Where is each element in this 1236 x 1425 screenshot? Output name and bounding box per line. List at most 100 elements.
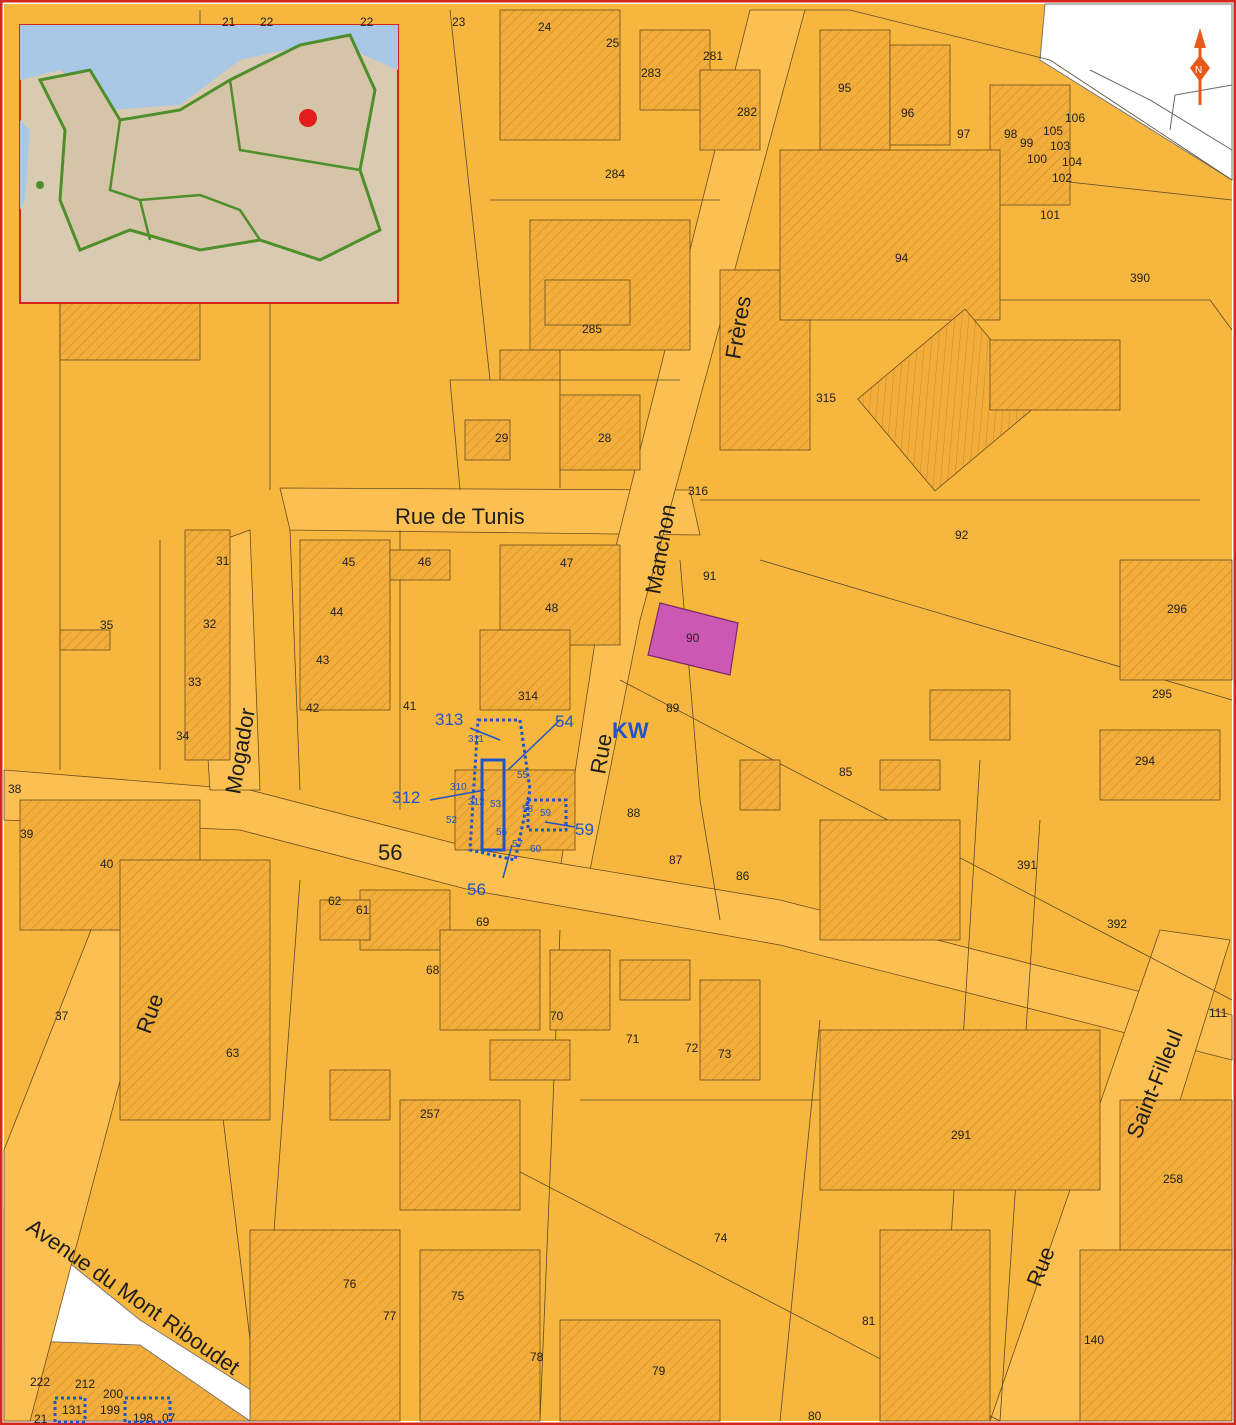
svg-text:72: 72 [685, 1041, 699, 1055]
svg-text:92: 92 [955, 528, 969, 542]
svg-text:312: 312 [468, 797, 485, 808]
buildings [19, 9, 1233, 1422]
svg-text:N: N [1195, 65, 1202, 76]
svg-text:310: 310 [450, 782, 467, 793]
svg-text:61: 61 [356, 903, 370, 917]
svg-text:25: 25 [606, 36, 620, 50]
svg-text:96: 96 [901, 106, 915, 120]
svg-text:34: 34 [176, 729, 190, 743]
svg-text:45: 45 [342, 555, 356, 569]
svg-text:37: 37 [55, 1009, 69, 1023]
svg-text:60: 60 [530, 844, 542, 855]
svg-text:23: 23 [452, 15, 466, 29]
svg-text:43: 43 [316, 653, 330, 667]
svg-text:391: 391 [1017, 858, 1037, 872]
svg-text:100: 100 [1027, 152, 1047, 166]
svg-text:75: 75 [451, 1289, 465, 1303]
svg-text:97: 97 [957, 127, 971, 141]
svg-text:99: 99 [1020, 136, 1034, 150]
svg-text:281: 281 [703, 49, 723, 63]
svg-text:42: 42 [306, 701, 320, 715]
svg-text:212: 212 [75, 1377, 95, 1391]
svg-text:81: 81 [862, 1314, 876, 1328]
svg-text:35: 35 [100, 618, 114, 632]
svg-text:33: 33 [188, 675, 202, 689]
svg-text:41: 41 [403, 699, 417, 713]
svg-text:73: 73 [718, 1047, 732, 1061]
svg-text:21: 21 [222, 15, 236, 29]
svg-text:70: 70 [550, 1009, 564, 1023]
svg-text:28: 28 [598, 431, 612, 445]
svg-text:53: 53 [490, 799, 502, 810]
svg-text:285: 285 [582, 322, 602, 336]
svg-text:52: 52 [446, 815, 458, 826]
svg-text:80: 80 [808, 1409, 822, 1423]
blue-small-labels: 311 310 312 55 58 59 56 57 60 52 53 [446, 734, 552, 855]
svg-text:392: 392 [1107, 917, 1127, 931]
highlight-parcel-90[interactable] [647, 602, 739, 676]
svg-text:94: 94 [895, 251, 909, 265]
svg-text:57: 57 [512, 839, 524, 850]
svg-text:316: 316 [688, 484, 708, 498]
svg-text:283: 283 [641, 66, 661, 80]
svg-text:24: 24 [538, 20, 552, 34]
blue-label-59: 59 [575, 820, 594, 839]
svg-text:140: 140 [1084, 1333, 1104, 1347]
svg-text:311: 311 [468, 734, 484, 745]
blue-label-312: 312 [392, 788, 420, 807]
outside-top-right-lines2 [1169, 84, 1233, 131]
svg-text:390: 390 [1130, 271, 1150, 285]
svg-text:69: 69 [476, 915, 490, 929]
svg-text:87: 87 [669, 853, 683, 867]
svg-text:78: 78 [530, 1350, 544, 1364]
svg-text:55: 55 [517, 770, 529, 781]
svg-text:56: 56 [496, 827, 508, 838]
svg-text:91: 91 [703, 569, 717, 583]
section-label: KW [612, 718, 649, 743]
svg-text:68: 68 [426, 963, 440, 977]
svg-text:88: 88 [627, 806, 641, 820]
inset-region-map [19, 24, 399, 304]
svg-text:95: 95 [838, 81, 852, 95]
svg-text:89: 89 [666, 701, 680, 715]
svg-text:282: 282 [737, 105, 757, 119]
svg-text:291: 291 [951, 1128, 971, 1142]
svg-text:77: 77 [383, 1309, 397, 1323]
svg-text:199: 199 [100, 1403, 120, 1417]
svg-text:85: 85 [839, 765, 853, 779]
svg-text:131: 131 [62, 1403, 82, 1417]
svg-text:47: 47 [560, 556, 574, 570]
svg-text:200: 200 [103, 1387, 123, 1401]
svg-text:315: 315 [816, 391, 836, 405]
svg-text:58: 58 [522, 804, 534, 815]
svg-text:44: 44 [330, 605, 344, 619]
svg-text:284: 284 [605, 167, 625, 181]
svg-text:31: 31 [216, 554, 230, 568]
svg-text:111: 111 [1209, 1006, 1228, 1020]
svg-text:98: 98 [1004, 127, 1018, 141]
svg-text:22: 22 [360, 15, 374, 29]
svg-text:257: 257 [420, 1107, 440, 1121]
svg-text:46: 46 [418, 555, 432, 569]
svg-text:258: 258 [1163, 1172, 1183, 1186]
road-number-56: 56 [378, 840, 402, 865]
svg-text:222: 222 [30, 1375, 50, 1389]
svg-text:71: 71 [626, 1032, 640, 1046]
svg-text:38: 38 [8, 782, 22, 796]
svg-text:22: 22 [260, 15, 274, 29]
blue-overlay [429, 718, 576, 879]
svg-text:295: 295 [1152, 687, 1172, 701]
svg-text:103: 103 [1050, 139, 1070, 153]
svg-text:296: 296 [1167, 602, 1187, 616]
road-rue-de-tunis [279, 487, 701, 536]
svg-text:32: 32 [203, 617, 217, 631]
svg-text:39: 39 [20, 827, 34, 841]
svg-text:62: 62 [328, 894, 342, 908]
svg-text:106: 106 [1065, 111, 1085, 125]
svg-text:63: 63 [226, 1046, 240, 1060]
svg-text:101: 101 [1040, 208, 1060, 222]
outside-top-right-lines [1089, 69, 1233, 151]
north-arrow-icon: N [1190, 28, 1210, 105]
svg-text:79: 79 [652, 1364, 666, 1378]
